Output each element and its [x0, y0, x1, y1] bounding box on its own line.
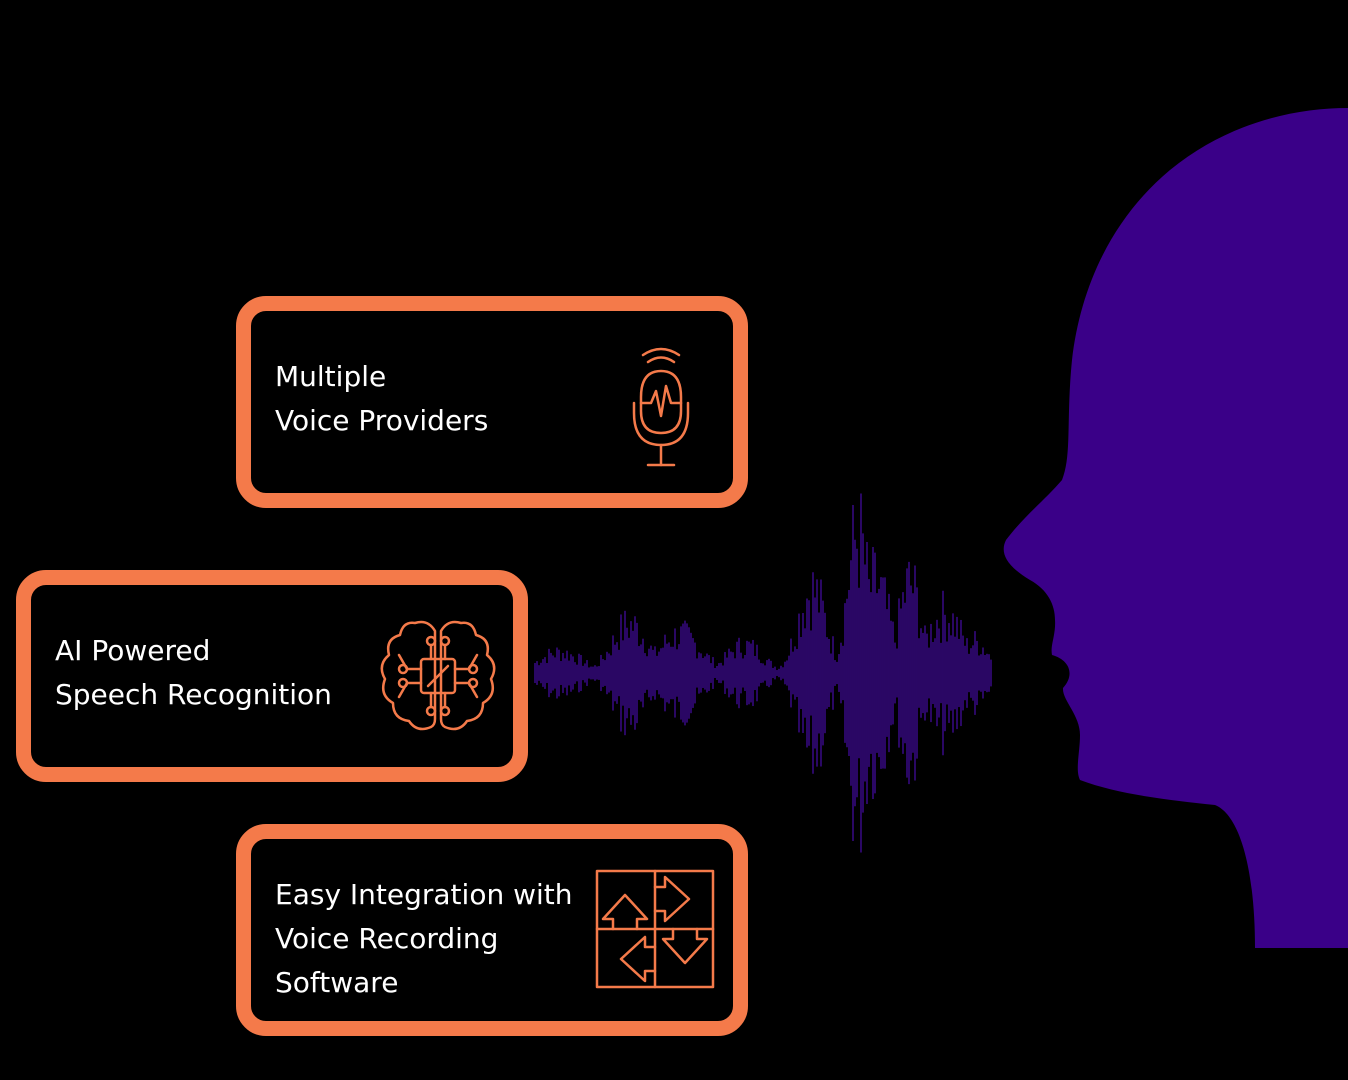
feature-title-line: AI Powered — [55, 634, 211, 667]
microphone-icon — [632, 347, 690, 467]
feature-card-voice-providers: Multiple Voice Providers — [236, 296, 748, 508]
feature-title-line: Software — [275, 966, 399, 999]
feature-card-title: Multiple Voice Providers — [275, 355, 488, 443]
waveform-bars — [534, 493, 992, 853]
feature-title-line: Easy Integration with — [275, 878, 573, 911]
feature-card-title: Easy Integration with Voice Recording So… — [275, 873, 573, 1005]
ai-brain-icon — [380, 620, 496, 731]
feature-title-line: Multiple — [275, 360, 387, 393]
head-shape — [1003, 108, 1348, 948]
feature-card-integration: Easy Integration with Voice Recording So… — [236, 824, 748, 1036]
feature-title-line: Speech Recognition — [55, 678, 332, 711]
feature-title-line: Voice Recording — [275, 922, 499, 955]
feature-card-title: AI Powered Speech Recognition — [55, 629, 332, 717]
feature-card-speech-recognition: AI Powered Speech Recognition — [16, 570, 528, 782]
feature-title-line: Voice Providers — [275, 404, 489, 437]
puzzle-arrows-icon — [595, 869, 715, 989]
